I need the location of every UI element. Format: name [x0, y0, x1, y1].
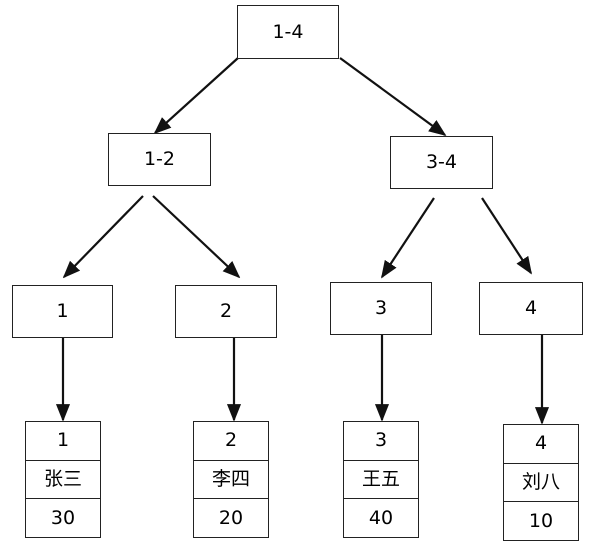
- record-id: 2: [224, 429, 238, 452]
- record-id: 4: [534, 432, 548, 455]
- record-3: 3 王五 40: [343, 421, 419, 538]
- record-name: 李四: [194, 459, 268, 499]
- index-node-1: 1: [12, 285, 113, 338]
- record-1: 1 张三 30: [25, 421, 101, 538]
- index-node-2: 2: [175, 285, 277, 338]
- record-id: 1: [56, 429, 70, 452]
- edge-root-to-3-4: [339, 57, 447, 137]
- record-value: 40: [344, 498, 418, 537]
- record-4: 4 刘八 10: [503, 424, 579, 541]
- internal-node-1-2: 1-2: [108, 133, 211, 186]
- internal-node-3-4: 3-4: [390, 136, 493, 189]
- edge-3-4-to-4: [481, 197, 532, 275]
- edge-1-2-to-2: [152, 195, 241, 279]
- record-value: 10: [504, 501, 578, 540]
- index-node-4: 4: [479, 282, 583, 335]
- record-id: 3: [374, 429, 388, 452]
- record-value: 20: [194, 498, 268, 537]
- record-name: 张三: [26, 459, 100, 499]
- record-value: 30: [26, 498, 100, 537]
- record-name: 刘八: [504, 462, 578, 502]
- record-2: 2 李四 20: [193, 421, 269, 538]
- edge-1-2-to-1: [62, 195, 144, 279]
- root-node: 1-4: [237, 5, 339, 59]
- record-name: 王五: [344, 459, 418, 499]
- index-node-3: 3: [330, 282, 432, 335]
- edge-3-4-to-3: [381, 197, 435, 279]
- edge-root-to-1-2: [153, 57, 239, 135]
